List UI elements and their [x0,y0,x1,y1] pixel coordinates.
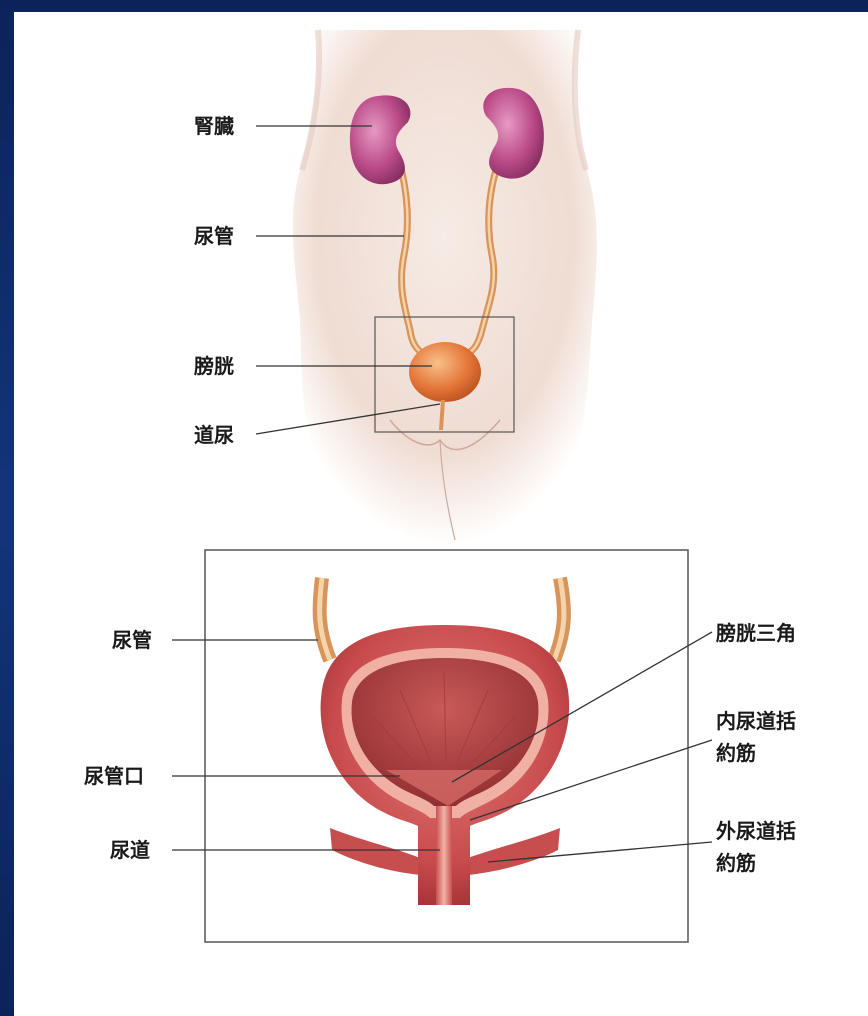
kidney-label: 腎臓 [194,114,234,138]
ureter-label: 尿管 [194,224,234,248]
lower-figure: 尿管 尿管口 尿道 膀胱三角 内尿道括 約筋 外尿道括 約筋 [84,550,796,942]
lower-ureter-label: 尿管 [112,628,152,652]
internal-sphincter-label-line1: 内尿道括 [716,709,796,733]
bladder-label: 膀胱 [193,354,234,378]
ureteral-orifice-label: 尿管口 [84,764,144,788]
bladder [409,342,481,402]
trigone-label: 膀胱三角 [715,621,796,645]
urethra-label: 道尿 [194,423,234,447]
upper-urethra [441,400,443,430]
internal-sphincter-label-line2: 約筋 [716,741,756,765]
external-sphincter-label-line1: 外尿道括 [716,819,796,843]
external-sphincter-label-line2: 約筋 [716,851,756,875]
lower-urethra-label: 尿道 [110,838,150,862]
upper-figure: 腎臓 尿管 膀胱 道尿 [193,30,597,545]
urethra-lumen [436,806,452,905]
torso-silhouette [293,30,597,545]
